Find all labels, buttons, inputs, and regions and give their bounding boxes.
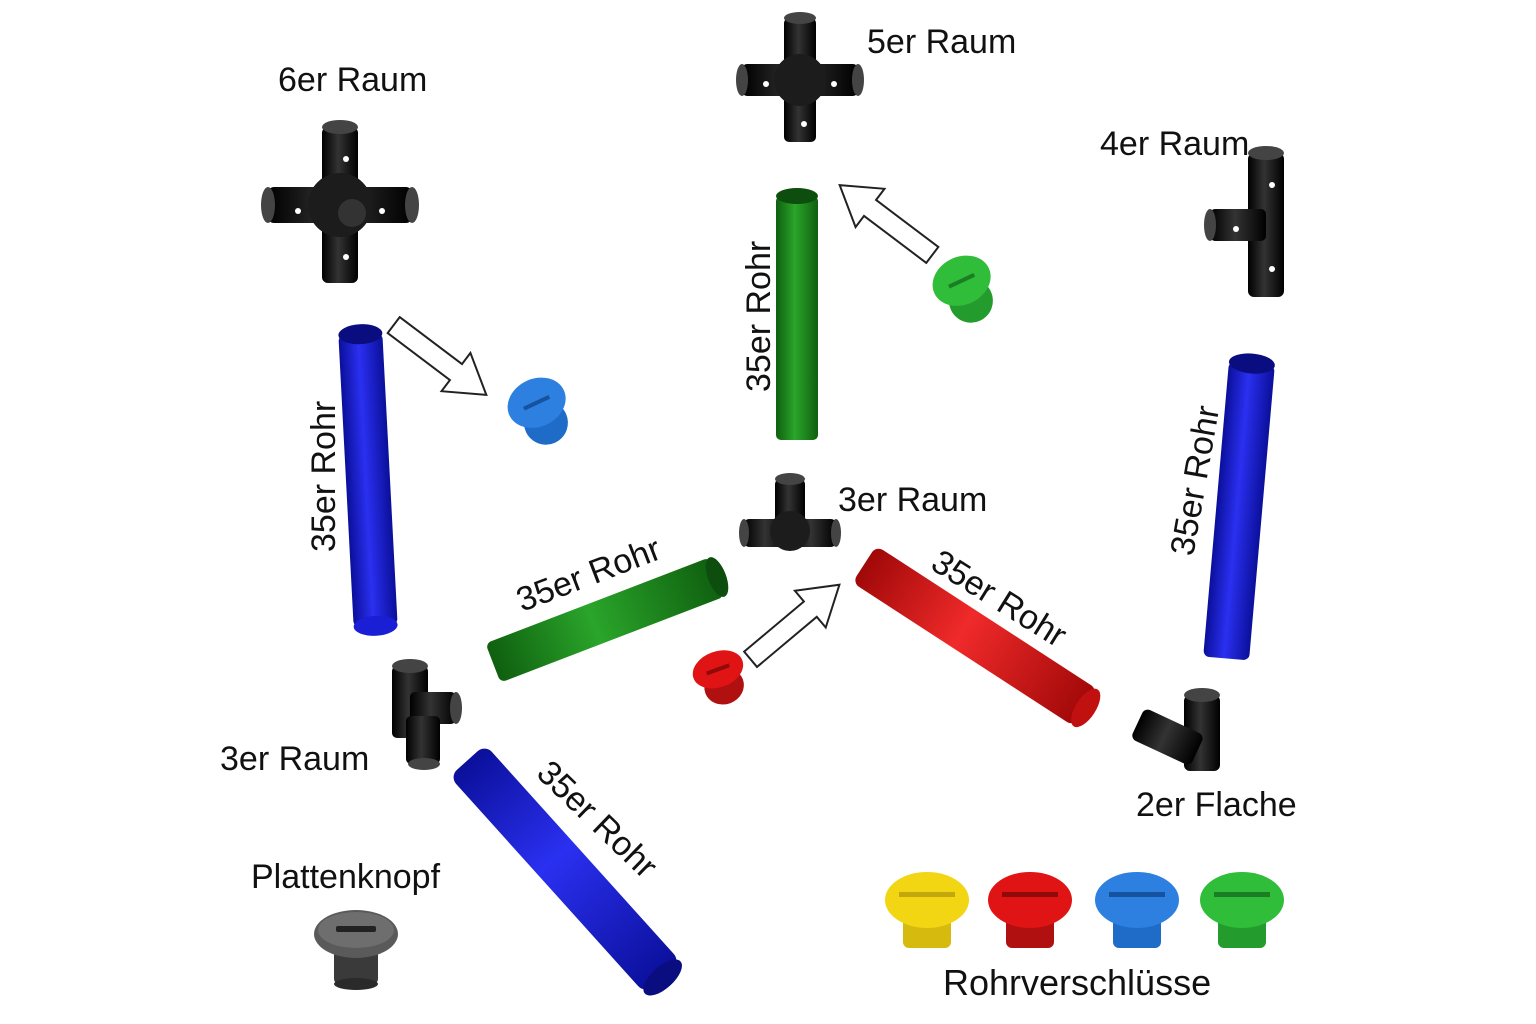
tube-cap-icon-blue <box>507 377 568 445</box>
label-tube-caps: Rohrverschlüsse <box>943 962 1211 1003</box>
green-tube-vertical <box>776 188 818 440</box>
tube-cap-icon-red-row <box>988 872 1072 948</box>
tube-cap-icon-green-row <box>1200 872 1284 948</box>
tube-label-blue-left: 35er Rohr <box>305 401 343 552</box>
two-flat-connector-icon <box>1132 688 1220 771</box>
five-room-connector-icon <box>736 12 864 142</box>
tube-label-green-vertical: 35er Rohr <box>740 241 778 392</box>
insert-arrow-icon-blue <box>386 315 488 397</box>
label-three-room-left: 3er Raum <box>220 740 369 778</box>
label-five-room: 5er Raum <box>867 23 1016 61</box>
insert-arrow-icon-green <box>838 183 940 265</box>
insert-arrow-icon-red <box>742 583 841 669</box>
tube-cap-icon-blue-row <box>1095 872 1179 948</box>
label-four-room: 4er Raum <box>1100 125 1249 163</box>
red-tube-diagonal <box>855 548 1101 728</box>
blue-tube-right <box>1203 353 1275 660</box>
label-six-room: 6er Raum <box>278 61 427 99</box>
blue-tube-bottom <box>453 748 682 996</box>
plate-knob-icon <box>314 910 398 990</box>
tube-cap-icon-green <box>932 255 993 323</box>
green-tube-horizontal <box>487 557 729 681</box>
label-three-room-center: 3er Raum <box>838 481 987 519</box>
tube-cap-icon-red <box>692 650 744 705</box>
tube-cap-icon-yellow <box>885 872 969 948</box>
six-room-connector-icon <box>261 120 419 283</box>
three-room-center-connector-icon <box>739 473 841 551</box>
label-plate-knob: Plattenknopf <box>251 858 441 896</box>
label-two-flat: 2er Flache <box>1136 786 1297 824</box>
three-room-left-connector-icon <box>392 659 462 770</box>
blue-tube-left <box>338 324 398 636</box>
four-room-connector-icon <box>1204 146 1284 297</box>
